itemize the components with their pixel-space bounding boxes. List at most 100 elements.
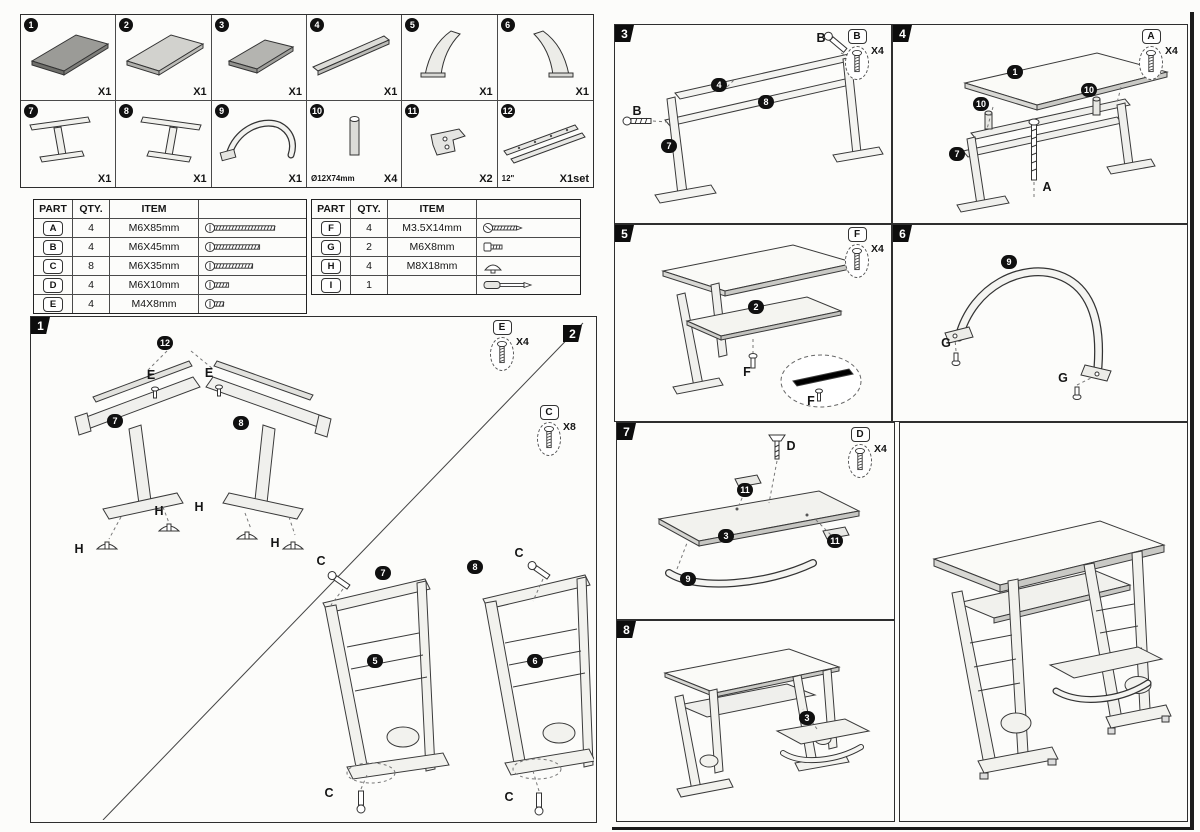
hardware-size: M6X10mm — [110, 276, 199, 294]
part-callout-9: 9 — [680, 572, 696, 586]
screw-icon — [199, 295, 306, 313]
part-number-badge: 11 — [405, 104, 420, 118]
hardware-letter: B — [847, 29, 867, 44]
screw-icon — [537, 422, 561, 456]
part-7-thumbnail — [21, 109, 115, 169]
hardware-count: X8 — [563, 421, 576, 433]
part-number-badge: 3 — [214, 18, 229, 32]
bolt-icon — [199, 257, 306, 275]
part-6-thumbnail — [498, 23, 593, 83]
part-size-label: 12" — [501, 174, 515, 183]
part-qty-label: X1 — [575, 86, 589, 98]
hardware-callout-E: E — [146, 368, 156, 382]
hardware-qty: 4 — [351, 219, 388, 237]
step-2-hardware-badge: C X8 — [537, 405, 576, 456]
hardware-size: M6X45mm — [110, 238, 199, 256]
part-number-badge: 9 — [214, 104, 229, 118]
wood-screw-icon — [477, 219, 580, 237]
hardware-callout-H: H — [270, 536, 280, 550]
hardware-count: X4 — [874, 443, 887, 455]
screw-icon — [1139, 46, 1163, 80]
part-callout-7: 7 — [375, 566, 391, 580]
hardware-letter: E — [492, 320, 512, 335]
hardware-callout-C: C — [324, 786, 334, 800]
part-qty-label: X4 — [383, 173, 398, 185]
screw-icon — [848, 444, 872, 478]
part-5-thumbnail — [402, 23, 496, 83]
final-assembly-drawing — [932, 520, 1172, 780]
hardware-callout-E: E — [204, 366, 214, 380]
part-callout-4: 4 — [711, 78, 727, 92]
step-2-number-badge: 2 — [563, 325, 582, 342]
hardware-count: X4 — [1165, 45, 1178, 57]
part-11-thumbnail — [402, 109, 496, 169]
hardware-callout-G: G — [941, 336, 951, 350]
hardware-callout-H: H — [154, 504, 164, 518]
part-callout-6: 6 — [527, 654, 543, 668]
scan-edge-bottom — [612, 827, 1194, 830]
step-8-panel: 8 3 — [616, 620, 895, 822]
bolt-icon — [199, 276, 306, 294]
part-callout-12: 12 — [157, 336, 173, 350]
part-callout-8: 8 — [758, 95, 774, 109]
step-8-number-badge: 8 — [617, 621, 636, 638]
hardware-size: M4X8mm — [110, 295, 199, 313]
part-qty-label: X1 — [97, 86, 112, 98]
part-qty-label: X1 — [97, 173, 112, 185]
step-1-hardware-badge: E X4 — [490, 320, 529, 371]
hardware-callout-H: H — [194, 500, 204, 514]
screw-icon — [845, 244, 869, 278]
part-1-thumbnail — [21, 23, 115, 83]
part-letter-badge: I — [321, 277, 341, 293]
hardware-size: M6X85mm — [110, 219, 199, 237]
part-callout-2: 2 — [748, 300, 764, 314]
part-qty-label: X1 — [193, 173, 207, 185]
connector-bolt-icon — [477, 238, 580, 256]
hardware-count: X4 — [871, 243, 884, 255]
part-size-label: Ø12X74mm — [311, 174, 355, 183]
hardware-callout-G: G — [1058, 371, 1068, 385]
hardware-callout-A: A — [1042, 180, 1052, 194]
step-4-number-badge: 4 — [893, 25, 912, 42]
part-callout-3: 3 — [718, 529, 734, 543]
part-2-thumbnail — [116, 23, 210, 83]
part-3-thumbnail — [212, 23, 306, 83]
step-4-drawing — [956, 52, 1169, 213]
part-number-badge: 8 — [119, 104, 134, 118]
step-5-hardware-badge: F X4 — [845, 227, 884, 278]
part-callout-8: 8 — [233, 416, 249, 430]
hardware-letter: C — [539, 405, 559, 420]
hardware-qty: 4 — [351, 257, 388, 275]
part-callout-7: 7 — [949, 147, 965, 161]
hardware-qty: 4 — [73, 276, 110, 294]
final-assembly-panel — [899, 422, 1188, 822]
part-callout-8: 8 — [467, 560, 483, 574]
step-1-number-badge: 1 — [31, 317, 50, 334]
bolt-icon — [199, 238, 306, 256]
hardware-size — [388, 276, 477, 294]
hardware-callout-F: F — [743, 365, 751, 379]
hardware-count: X4 — [871, 45, 884, 57]
hardware-size: M3.5X14mm — [388, 219, 477, 237]
hardware-callout-B: B — [816, 31, 826, 45]
